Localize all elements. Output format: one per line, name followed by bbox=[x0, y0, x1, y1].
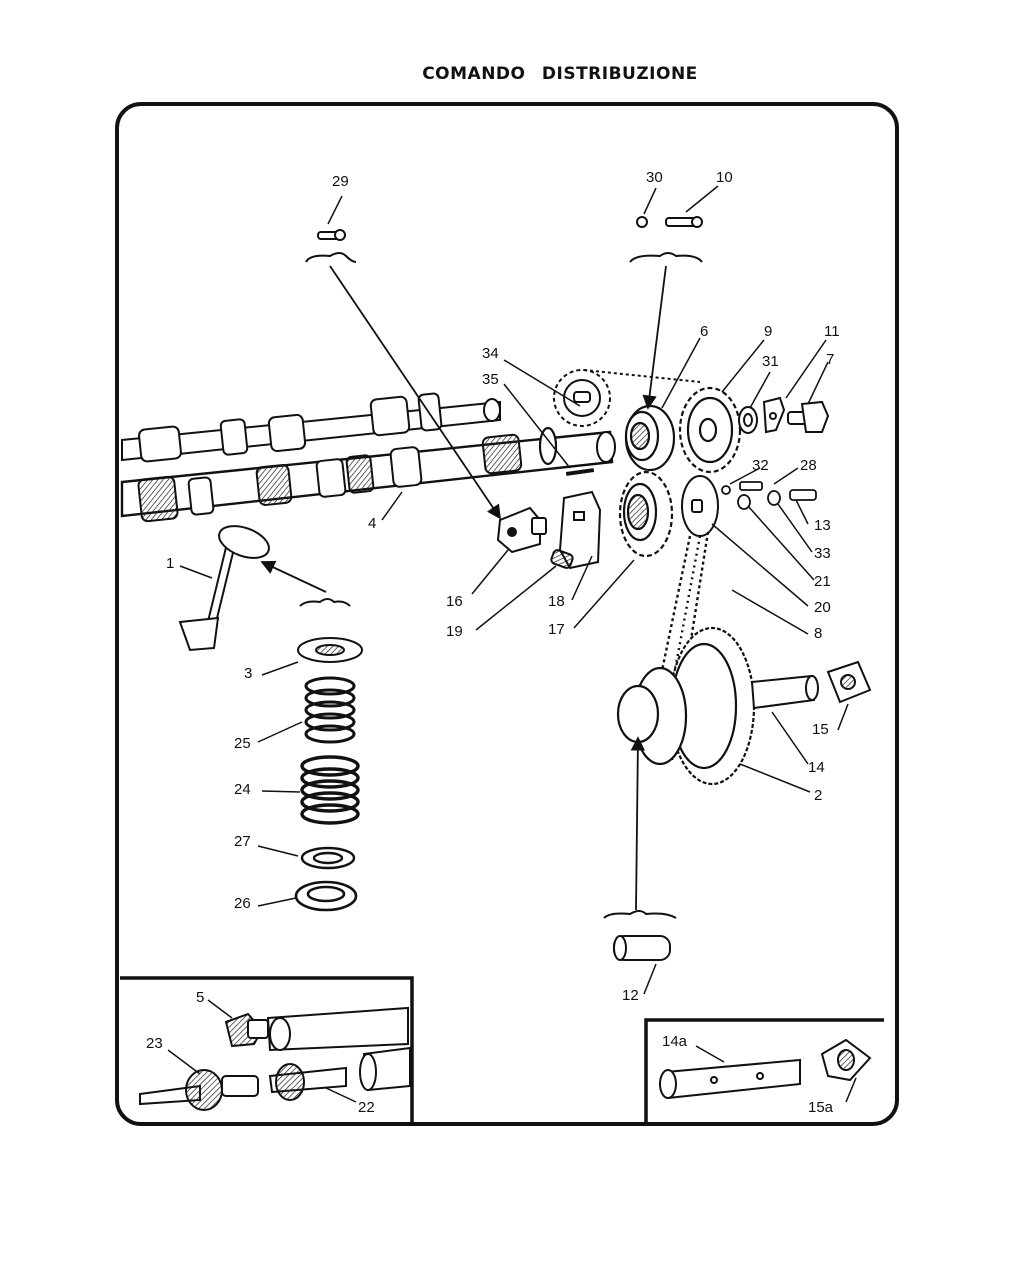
label-9: 9 bbox=[764, 323, 772, 340]
label-16: 16 bbox=[446, 593, 463, 610]
label-2: 2 bbox=[814, 787, 822, 804]
label-1: 1 bbox=[166, 555, 174, 572]
spring-24 bbox=[300, 755, 360, 825]
screw-30-10 bbox=[636, 216, 703, 228]
page-title: COMANDO DISTRIBUZIONE bbox=[422, 64, 698, 84]
label-10: 10 bbox=[716, 169, 733, 186]
label-3: 3 bbox=[244, 665, 252, 682]
label-15a: 15a bbox=[808, 1099, 834, 1116]
sprocket-6 bbox=[624, 404, 676, 472]
label-30: 30 bbox=[646, 169, 663, 186]
label-14a: 14a bbox=[662, 1033, 688, 1050]
sprocket-9 bbox=[678, 386, 742, 474]
bolt-7 bbox=[787, 400, 830, 433]
label-12: 12 bbox=[622, 987, 639, 1004]
label-13: 13 bbox=[814, 517, 831, 534]
label-6: 6 bbox=[700, 323, 708, 340]
label-29: 29 bbox=[332, 173, 349, 190]
valve-1 bbox=[178, 525, 270, 652]
label-24: 24 bbox=[234, 781, 251, 798]
label-32: 32 bbox=[752, 457, 769, 474]
label-20: 20 bbox=[814, 599, 831, 616]
flange-15 bbox=[826, 660, 872, 704]
main-frame bbox=[115, 102, 899, 1126]
label-22: 22 bbox=[358, 1099, 375, 1116]
tensioner-20 bbox=[681, 475, 719, 537]
camshaft-lower bbox=[120, 426, 616, 523]
label-33: 33 bbox=[814, 545, 831, 562]
label-23: 23 bbox=[146, 1035, 163, 1052]
lock-plate-11 bbox=[762, 396, 786, 434]
bracket-16 bbox=[496, 506, 547, 554]
label-21: 21 bbox=[814, 573, 831, 590]
label-28: 28 bbox=[800, 457, 817, 474]
spring-19 bbox=[550, 549, 574, 569]
label-7: 7 bbox=[826, 351, 834, 368]
label-34: 34 bbox=[482, 345, 499, 362]
camshaft-upper bbox=[121, 392, 501, 463]
inset-left-parts bbox=[139, 1006, 411, 1111]
label-27: 27 bbox=[234, 833, 251, 850]
inset-right-leaders bbox=[695, 1045, 857, 1103]
label-19: 19 bbox=[446, 623, 463, 640]
label-25: 25 bbox=[234, 735, 251, 752]
label-14: 14 bbox=[808, 759, 825, 776]
pointer-arrows bbox=[260, 265, 667, 911]
label-15: 15 bbox=[812, 721, 829, 738]
small-bolts bbox=[721, 481, 817, 510]
washer-31 bbox=[738, 406, 758, 434]
label-8: 8 bbox=[814, 625, 822, 642]
group-braces bbox=[299, 252, 703, 919]
label-35: 35 bbox=[482, 371, 499, 388]
washer-27 bbox=[300, 846, 356, 870]
label-26: 26 bbox=[234, 895, 251, 912]
crank-gear-2 bbox=[616, 626, 756, 786]
shaft-14 bbox=[750, 674, 819, 710]
label-18: 18 bbox=[548, 593, 565, 610]
screw-29 bbox=[317, 229, 346, 241]
label-31: 31 bbox=[762, 353, 779, 370]
inset-frame-left bbox=[120, 976, 414, 1122]
sprocket-17 bbox=[618, 470, 674, 558]
sprocket-rear bbox=[553, 369, 701, 427]
label-17: 17 bbox=[548, 621, 565, 638]
washer-26 bbox=[294, 880, 358, 912]
label-4: 4 bbox=[368, 515, 376, 532]
inset-right-parts bbox=[659, 1038, 872, 1100]
spring-25 bbox=[304, 676, 356, 744]
pin-12 bbox=[613, 935, 671, 961]
label-11: 11 bbox=[824, 323, 840, 340]
inset-frame-right bbox=[644, 1018, 884, 1122]
label-5: 5 bbox=[196, 989, 204, 1006]
inset-left-leaders bbox=[167, 999, 357, 1103]
pin-35 bbox=[565, 468, 595, 476]
leader-lines bbox=[179, 185, 849, 995]
cap-3 bbox=[297, 637, 363, 663]
